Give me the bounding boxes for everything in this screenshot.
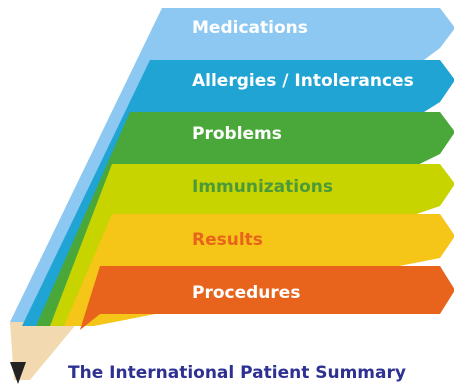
band-label-problems: Problems (192, 124, 282, 144)
band-label-immunizations: Immunizations (192, 177, 333, 197)
pencil-tip (10, 322, 78, 384)
band-label-medications: Medications (192, 18, 308, 38)
pencil-lead (10, 362, 26, 384)
band-procedures: Procedures (80, 266, 454, 330)
band-shape (80, 266, 454, 330)
band-label-procedures: Procedures (192, 283, 300, 303)
band-label-allergies-intolerances: Allergies / Intolerances (192, 71, 414, 91)
caption: The International Patient Summary (68, 363, 406, 383)
pencil-wood (10, 322, 78, 380)
band-group: Medications Allergies / Intolerances Pro… (10, 8, 454, 330)
band-label-results: Results (192, 230, 263, 250)
